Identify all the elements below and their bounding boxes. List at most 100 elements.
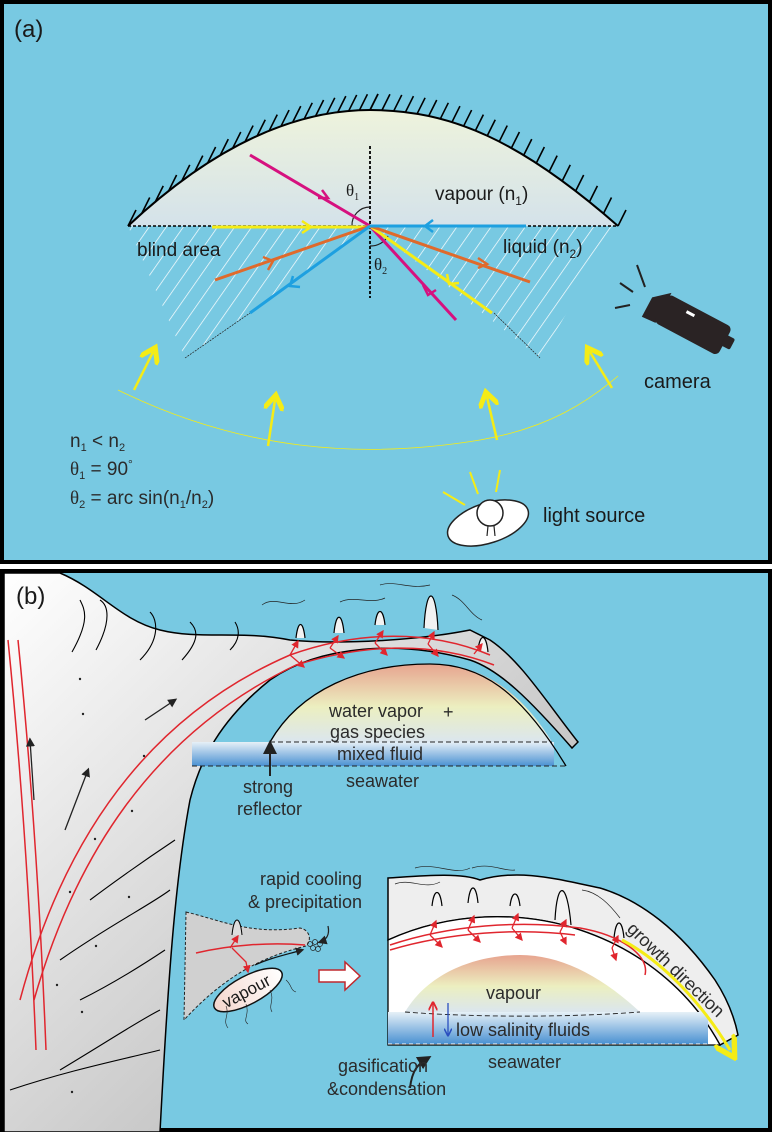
hatch-tick [462, 109, 473, 127]
mixed-fluid-layer [192, 742, 554, 766]
liquid-label: liquid (n2) [503, 237, 583, 261]
gasification-label: gasification [338, 1056, 428, 1076]
hatch-tick [369, 93, 379, 111]
hatch-tick [535, 146, 546, 164]
light-source-label: light source [543, 505, 645, 527]
seawater-upper-label: seawater [346, 771, 419, 791]
gasification-pointer [409, 1055, 432, 1089]
hatch-tick [232, 131, 242, 149]
lower-vapor-region [405, 955, 640, 1012]
light-wavefront [117, 375, 619, 450]
hatch-tick [617, 209, 627, 227]
hatch-tick [393, 94, 403, 112]
hatch-tick [194, 155, 204, 172]
panel-a-frame [0, 0, 772, 564]
rock-dots [55, 677, 146, 1094]
flow-channels [7, 635, 495, 1051]
hatch-tick [404, 95, 415, 113]
seawater-lower-label: seawater [488, 1052, 561, 1072]
hatch-tick [140, 197, 151, 214]
equation-theta1: θ1 = 90° [70, 457, 133, 482]
hatch-tick [337, 95, 347, 113]
ray-yellow-refracted [369, 224, 493, 315]
wall-hatch-ticks [127, 93, 627, 227]
hatch-tick [428, 99, 438, 117]
lower-vapour-label: vapour [486, 983, 541, 1003]
camera-label: camera [644, 371, 712, 393]
blind-area-label: blind area [137, 240, 221, 261]
hatch-tick [588, 185, 599, 203]
hatch-tick [347, 94, 358, 112]
hatch-tick [154, 185, 164, 203]
theta2-label: θ2 [374, 255, 387, 277]
hatch-tick [268, 114, 278, 131]
ray-magenta-refracted [368, 224, 458, 322]
hatch-tick [510, 131, 521, 149]
hatch-tick [206, 146, 217, 164]
hatch-tick [256, 119, 266, 137]
hatch-tick [474, 114, 485, 131]
hatch-tick [523, 138, 533, 156]
hatch-tick [548, 155, 558, 172]
hatch-tick [602, 197, 613, 214]
gas-species-label: gas species [330, 722, 425, 742]
condensation-label: &condensation [327, 1079, 446, 1099]
low-salinity-label: low salinity fluids [456, 1020, 590, 1040]
hatch-tick [416, 97, 426, 115]
flow-direction-arrows [25, 698, 178, 831]
plus-sign: + [443, 702, 454, 722]
ray-orange-incident [214, 224, 371, 282]
growth-direction-arrow [621, 938, 730, 1050]
hatch-tick [314, 99, 325, 117]
reflector-label: reflector [237, 799, 302, 819]
camera-icon: camera [614, 264, 735, 393]
hatch-tick [486, 119, 496, 137]
equation-n: n1 < n2 [70, 431, 125, 454]
theta1-label: θ1 [346, 181, 359, 203]
hatch-tick [381, 93, 391, 111]
blind-area-hatch [128, 226, 370, 358]
rock-chimney [3, 572, 580, 1132]
ray-blue-reflected [249, 224, 371, 315]
ray-orange-refracted [369, 224, 531, 284]
hatch-tick [358, 93, 369, 111]
theta1-arc [351, 206, 371, 227]
hatch-tick [127, 209, 137, 227]
strong-label: strong [243, 777, 293, 797]
vapour-label: vapour (n1) [435, 184, 528, 208]
hatch-tick [280, 109, 290, 127]
equations: n1 < n2 θ1 = 90° θ2 = arc sin(n1/n2) [70, 431, 214, 511]
panel-b: water vapor gas species + mixed fluid se… [0, 569, 772, 1132]
ray-magenta-incident [249, 153, 371, 228]
hatch-tick [167, 174, 178, 192]
hatch-tick [561, 164, 571, 182]
hatch-tick [326, 97, 336, 115]
hatch-tick [439, 102, 450, 120]
panel-a-label: (a) [14, 16, 43, 43]
hatch-tick [181, 164, 191, 182]
lower-dome: vapour low salinity fluids [387, 865, 739, 1047]
precipitation-label: & precipitation [248, 892, 362, 912]
upper-vapor-dome [270, 664, 552, 742]
mixed-fluid-label: mixed fluid [337, 744, 423, 764]
flow-branch-arrows [289, 629, 483, 668]
transition-arrow [318, 960, 362, 992]
hatch-tick [451, 105, 461, 123]
hatch-tick [574, 174, 585, 192]
light-source-icon: light source [442, 469, 645, 547]
panel-a: (a) vapour (n1) liquid ( [0, 0, 772, 564]
rock-texture [9, 599, 239, 1091]
hatch-tick [244, 125, 254, 142]
water-vapor-label: water vapor [328, 701, 423, 721]
low-salinity-layer [388, 1012, 708, 1044]
rapid-cooling-label: rapid cooling [260, 869, 362, 889]
upper-plumes [261, 583, 483, 621]
hatch-tick [498, 125, 508, 142]
panel-b-label: (b) [16, 583, 45, 610]
small-inset: vapour rapid cooling & precipitation [183, 869, 362, 1029]
hatch-tick [303, 102, 313, 120]
liquid-hatch [370, 226, 618, 358]
hatch-tick [292, 105, 302, 123]
hatch-tick [219, 138, 229, 156]
